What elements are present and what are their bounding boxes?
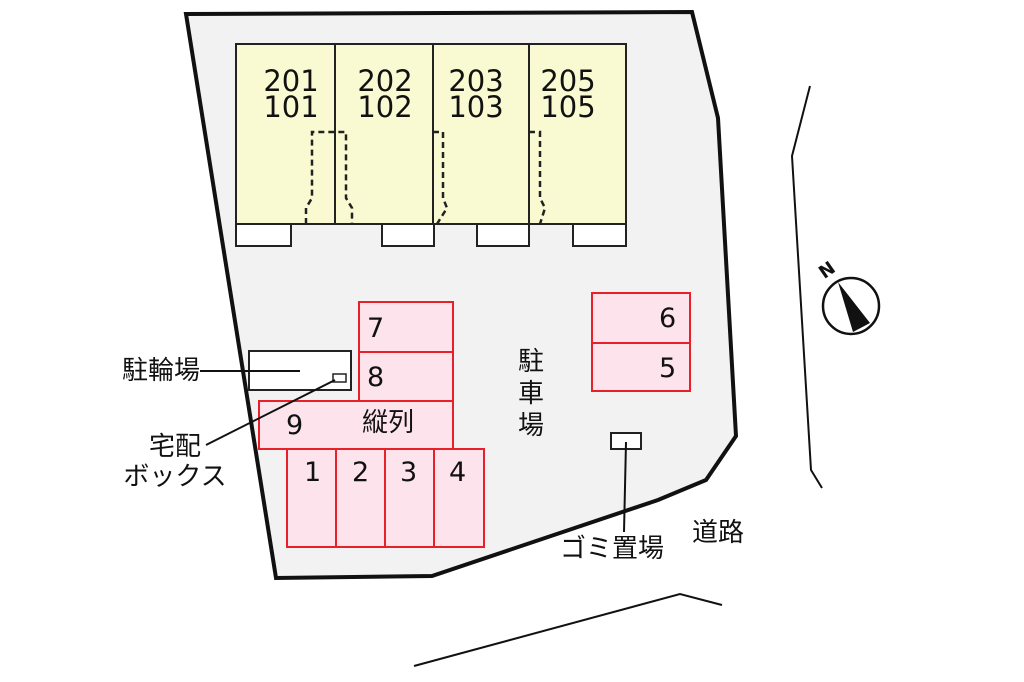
delivery-box-label: 宅配 ボックス [110,432,240,492]
parking-spot-3: 3 [400,457,418,488]
unit-lower-number: 105 [540,90,596,124]
unit-label: 201 101 [258,64,324,124]
road-edge-south [413,592,723,667]
parking-spot-6: 6 [659,303,677,334]
parking-lot-char: 車 [518,379,545,409]
unit-label: 205 105 [533,64,603,124]
unit-upper-number: 201 [263,64,319,98]
unit-lower-number: 102 [357,90,413,124]
parking-lot-char: 場 [518,411,545,441]
parking-lot-label: 駐 車 場 [518,346,544,442]
parking-spot-5: 5 [659,353,677,384]
unit-lower-number: 101 [263,90,319,124]
garbage-area-label: ゴミ置場 [560,534,665,564]
apartment-building [235,43,627,247]
north-compass-icon [821,276,881,336]
parking-spot-4: 4 [449,457,467,488]
parking-spot-7: 7 [367,313,385,344]
bicycle-parking-label: 駐輪場 [122,356,201,386]
parking-spot-1: 1 [304,457,322,488]
parking-spot-8: 8 [367,362,385,393]
parking-spot-2: 2 [352,457,370,488]
delivery-box-label-line2: ボックス [123,462,227,492]
delivery-box-label-line1: 宅配 [148,432,201,462]
unit-lower-number: 103 [448,90,504,124]
unit-label: 202 102 [350,64,420,124]
road-label: 道路 [692,518,745,548]
tandem-parking-note: 縦列 [362,408,415,438]
unit-upper-number: 203 [448,64,504,98]
unit-label: 203 103 [441,64,511,124]
delivery-box [332,373,347,383]
parking-spot-9: 9 [286,410,304,441]
parking-spots [258,292,691,548]
parking-lot-char: 駐 [518,347,545,377]
unit-upper-number: 202 [357,64,413,98]
unit-upper-number: 205 [540,64,596,98]
road-edge-east [790,85,823,489]
